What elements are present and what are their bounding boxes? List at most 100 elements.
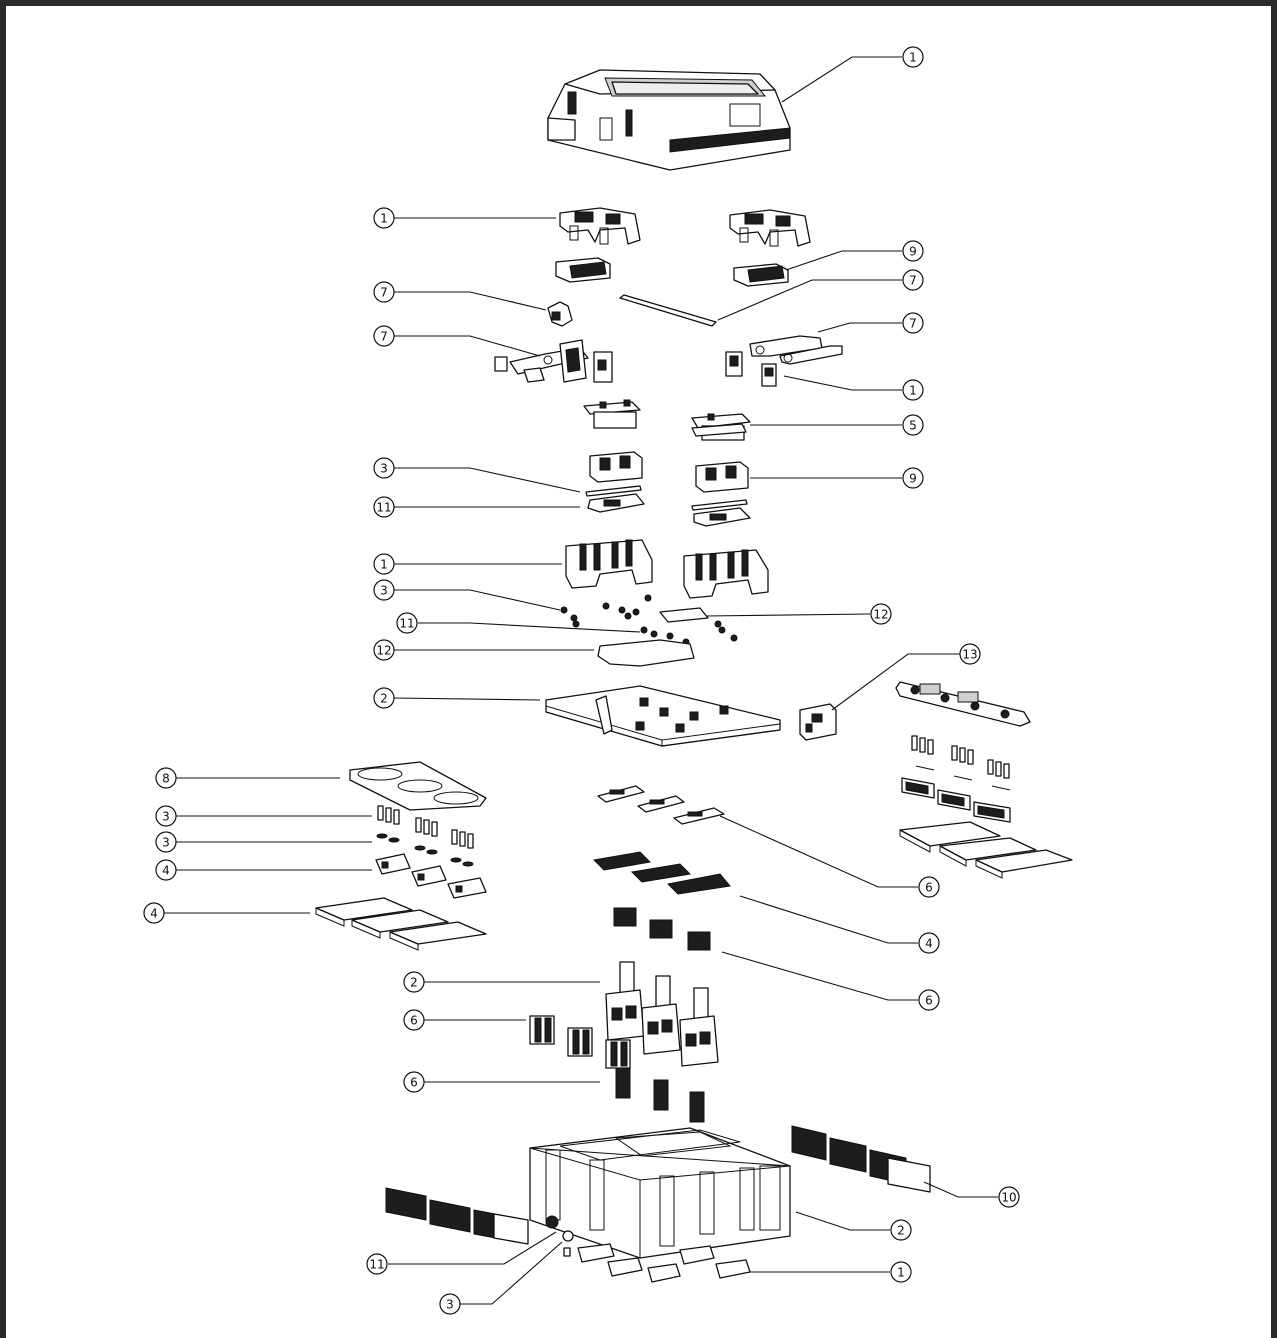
callout-circle	[890, 1219, 912, 1241]
right-screws-part	[911, 735, 1011, 791]
callout-number: 6	[410, 1076, 418, 1090]
support-frame-left-part	[565, 539, 653, 589]
callout-6: 6	[918, 876, 940, 898]
callout-circle	[959, 643, 981, 665]
callout-3: 3	[373, 457, 395, 479]
callout-circle	[403, 1071, 425, 1093]
callout-1: 1	[902, 46, 924, 68]
callout-circle	[902, 46, 924, 68]
callout-1: 1	[373, 207, 395, 229]
callout-number: 4	[162, 864, 170, 878]
callout-6: 6	[403, 1071, 425, 1093]
callout-circle	[902, 467, 924, 489]
callout-number: 11	[369, 1258, 384, 1272]
callout-11: 11	[373, 496, 395, 518]
callout-7: 7	[902, 312, 924, 334]
callout-number: 7	[909, 317, 917, 331]
callout-12: 12	[870, 603, 892, 625]
callout-1: 1	[902, 379, 924, 401]
callout-11: 11	[396, 612, 418, 634]
block-right-part	[733, 263, 789, 287]
callout-4: 4	[143, 902, 165, 924]
callout-number: 1	[380, 558, 388, 572]
callout-number: 11	[399, 617, 414, 631]
right-base-plates-part	[899, 821, 1073, 879]
callout-number: 12	[376, 644, 391, 658]
callout-circle	[373, 325, 395, 347]
base-plate-part	[545, 685, 781, 747]
left-contact-carriers-part	[375, 853, 487, 899]
callout-circle	[918, 989, 940, 1011]
callout-number: 9	[909, 245, 917, 259]
callout-7: 7	[373, 325, 395, 347]
arc-chutes-left-part	[385, 1187, 529, 1245]
callout-number: 6	[410, 1014, 418, 1028]
center-bridges-part	[597, 785, 725, 825]
leader-lines	[164, 56, 998, 1305]
callout-2: 2	[403, 971, 425, 993]
callout-number: 7	[380, 286, 388, 300]
main-housing-part	[529, 1127, 791, 1259]
left-screws-part	[377, 805, 474, 849]
left-linkage-part	[494, 339, 613, 383]
callout-number: 6	[925, 994, 933, 1008]
callout-circle	[155, 859, 177, 881]
callout-number: 5	[909, 419, 917, 433]
callout-number: 3	[380, 584, 388, 598]
callout-3: 3	[155, 805, 177, 827]
callout-circle	[890, 1261, 912, 1283]
callout-circle	[373, 496, 395, 518]
callout-3: 3	[155, 831, 177, 853]
arc-chutes-right-part	[791, 1125, 931, 1193]
upper-bracket-left-part	[559, 207, 641, 245]
large-insulation-plate-part	[597, 639, 695, 667]
callout-circle	[373, 639, 395, 661]
callout-number: 2	[380, 692, 388, 706]
callout-circle	[918, 932, 940, 954]
arc-plate-part	[349, 761, 487, 811]
callout-12: 12	[373, 639, 395, 661]
callout-circle	[373, 457, 395, 479]
callout-circle	[998, 1186, 1020, 1208]
long-rod-part	[619, 294, 717, 327]
shaft-right-part	[691, 499, 751, 527]
callout-6: 6	[918, 989, 940, 1011]
callout-circle	[902, 312, 924, 334]
callout-number: 3	[162, 836, 170, 850]
callout-number: 7	[380, 330, 388, 344]
callout-13: 13	[959, 643, 981, 665]
callout-9: 9	[902, 240, 924, 262]
block-left-part	[555, 257, 611, 283]
small-pin-part	[547, 301, 573, 327]
callout-1: 1	[373, 553, 395, 575]
callout-number: 9	[909, 472, 917, 486]
moving-contact-carriers-part	[605, 961, 719, 1067]
callout-number: 3	[380, 462, 388, 476]
right-terminal-blocks-part	[901, 777, 1011, 823]
callout-circle	[373, 579, 395, 601]
callout-circle	[902, 414, 924, 436]
right-terminal-strip-part	[895, 681, 1031, 727]
callout-7: 7	[902, 269, 924, 291]
callout-number: 2	[897, 1224, 905, 1238]
callout-circle	[918, 876, 940, 898]
callout-circle	[403, 971, 425, 993]
upper-bracket-right-part	[729, 209, 811, 247]
callout-number: 12	[873, 608, 888, 622]
callout-5: 5	[902, 414, 924, 436]
callout-number: 7	[909, 274, 917, 288]
callout-circle	[155, 831, 177, 853]
contact-block-left-part	[589, 451, 643, 483]
callout-circle	[155, 767, 177, 789]
callout-7: 7	[373, 281, 395, 303]
callout-number: 1	[897, 1266, 905, 1280]
bottom-nut-part	[545, 1215, 574, 1257]
callout-number: 2	[410, 976, 418, 990]
callout-3: 3	[439, 1293, 461, 1315]
callout-2: 2	[890, 1219, 912, 1241]
shaft-left-part	[585, 485, 645, 513]
center-springs-part	[613, 907, 711, 951]
callout-circle	[870, 603, 892, 625]
